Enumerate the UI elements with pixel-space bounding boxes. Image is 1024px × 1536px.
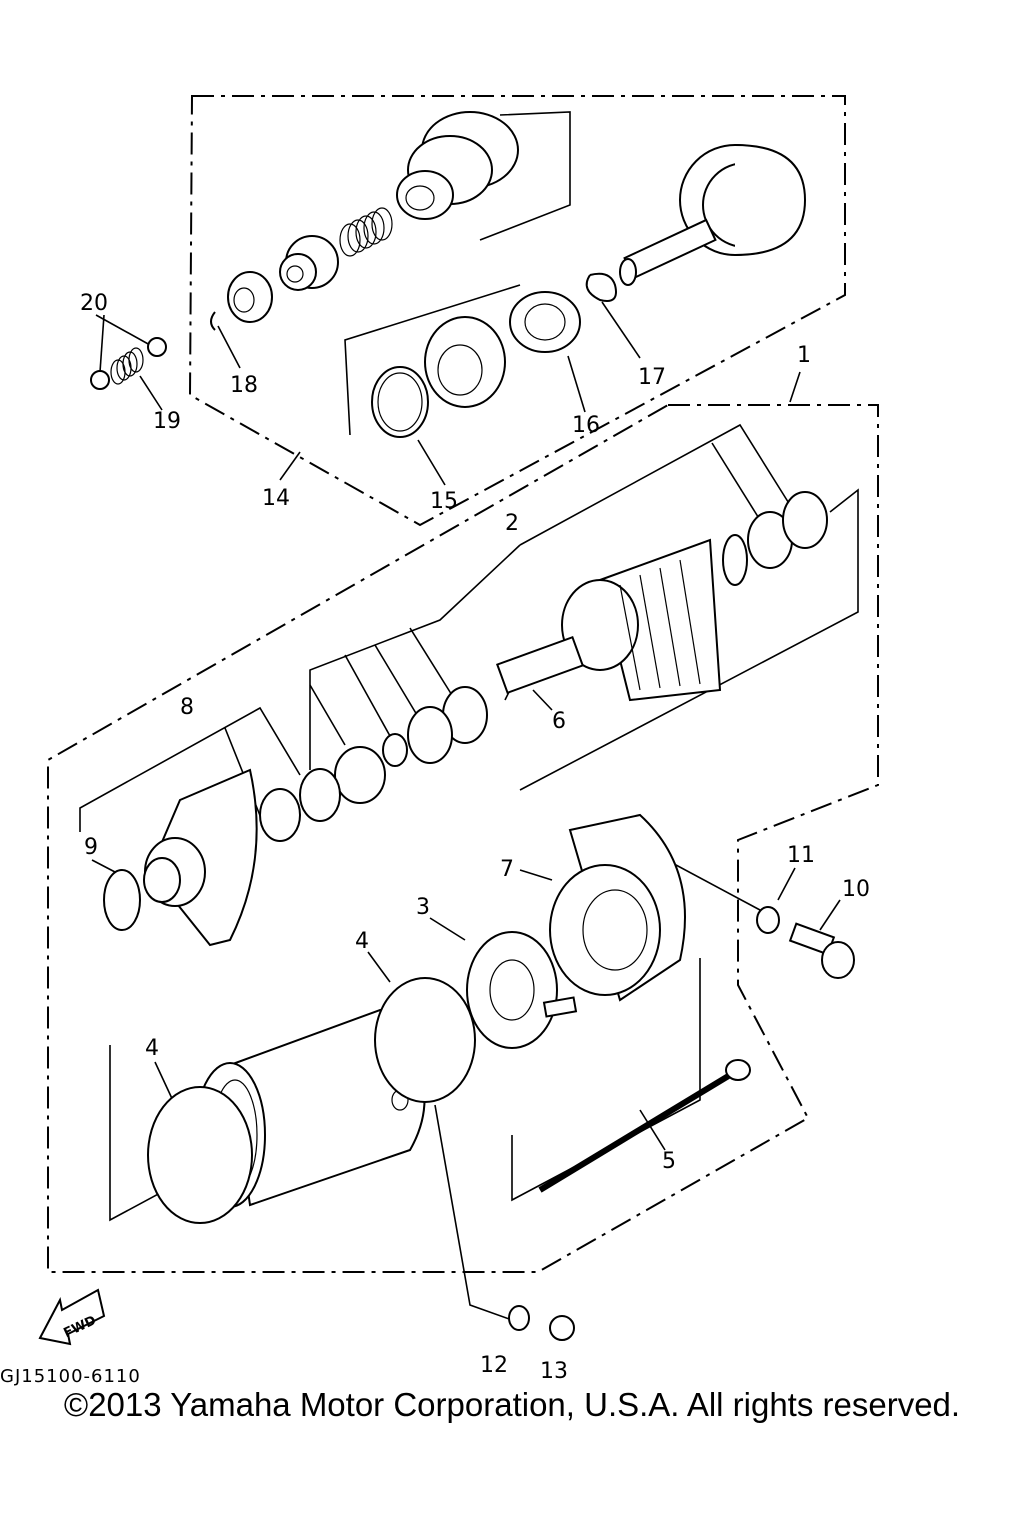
drawing-code: GJ15100-6110: [0, 1366, 141, 1387]
group-1-outline: [47, 404, 879, 1273]
pinion-clutch-assembly: [210, 111, 807, 438]
spring-and-washers: [90, 337, 167, 390]
armature: [334, 491, 828, 804]
through-bolt: [538, 1059, 751, 1193]
callout-16: 16: [572, 413, 600, 438]
callout-6: 6: [552, 709, 566, 734]
copyright-notice: ©2013 Yamaha Motor Corporation, U.S.A. A…: [63, 1386, 961, 1423]
callout-4-upper: 4: [355, 929, 369, 954]
callout-2: 2: [505, 511, 519, 536]
callout-14: 14: [262, 486, 290, 511]
callout-13: 13: [540, 1359, 568, 1384]
callout-18: 18: [230, 373, 258, 398]
callout-12: 12: [480, 1353, 508, 1378]
front-cover: [103, 768, 341, 947]
yoke-housing: [147, 977, 476, 1224]
fasteners: [508, 906, 855, 1341]
callout-19: 19: [153, 409, 181, 434]
callout-5: 5: [662, 1149, 676, 1174]
callout-numbers: 1 2 3 4 4 5 6 7 8 9 10 11 12 13 14 15 16…: [80, 291, 870, 1384]
callout-17: 17: [638, 365, 666, 390]
fwd-arrow: FWD: [38, 1288, 106, 1346]
callout-15: 15: [430, 489, 458, 514]
callout-9: 9: [84, 835, 98, 860]
callout-4-lower: 4: [145, 1036, 159, 1061]
callout-11: 11: [787, 843, 815, 868]
callout-8: 8: [180, 695, 194, 720]
brush-holder: [466, 931, 578, 1049]
callout-1: 1: [797, 343, 811, 368]
callout-20: 20: [80, 291, 108, 316]
rear-cover: [549, 813, 686, 1002]
group-14-outline: [188, 95, 846, 527]
callout-10: 10: [842, 877, 870, 902]
callout-3: 3: [416, 895, 430, 920]
callout-7: 7: [500, 857, 514, 882]
